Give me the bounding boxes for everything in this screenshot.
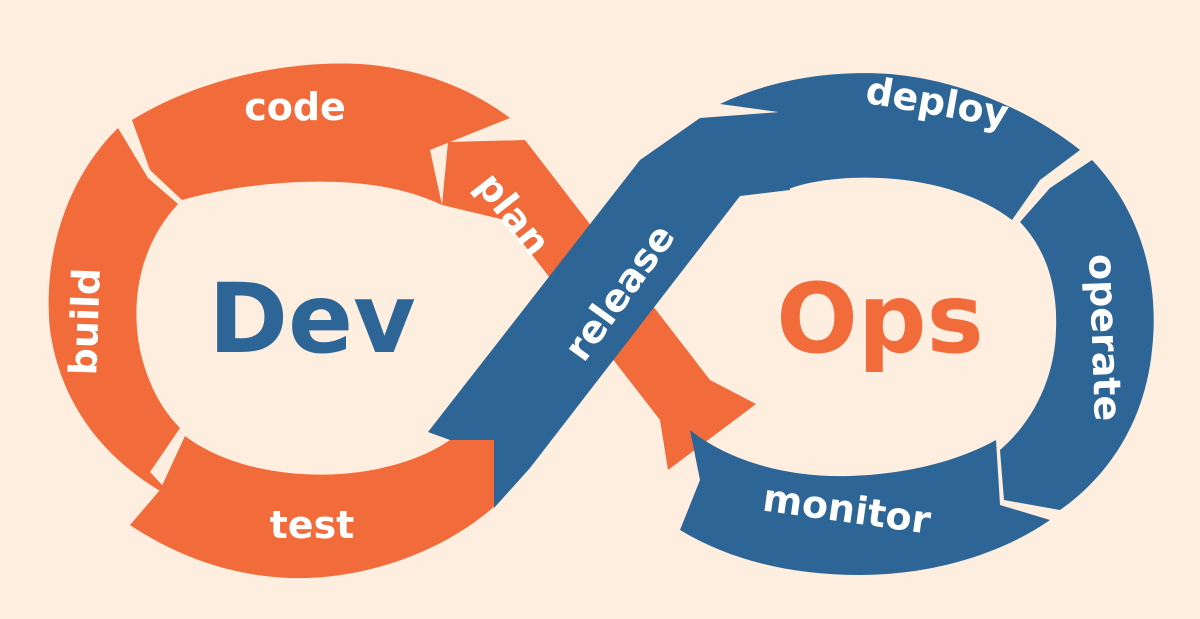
dev-title: Dev	[208, 263, 415, 375]
test-label: test	[270, 503, 355, 547]
build-segment	[48, 128, 181, 500]
operate-label: operate	[1080, 253, 1130, 422]
segment-labels: code build test plan release deploy oper…	[61, 68, 1130, 547]
code-segment	[132, 63, 510, 206]
ops-title: Ops	[776, 263, 983, 375]
build-label: build	[61, 267, 109, 376]
operate-segment	[1000, 160, 1154, 510]
code-label: code	[244, 85, 346, 129]
release-ribbon	[428, 112, 790, 508]
deploy-segment	[720, 73, 1080, 220]
test-segment	[130, 436, 496, 579]
monitor-segment	[680, 430, 1050, 575]
ops-loop	[428, 73, 1154, 575]
